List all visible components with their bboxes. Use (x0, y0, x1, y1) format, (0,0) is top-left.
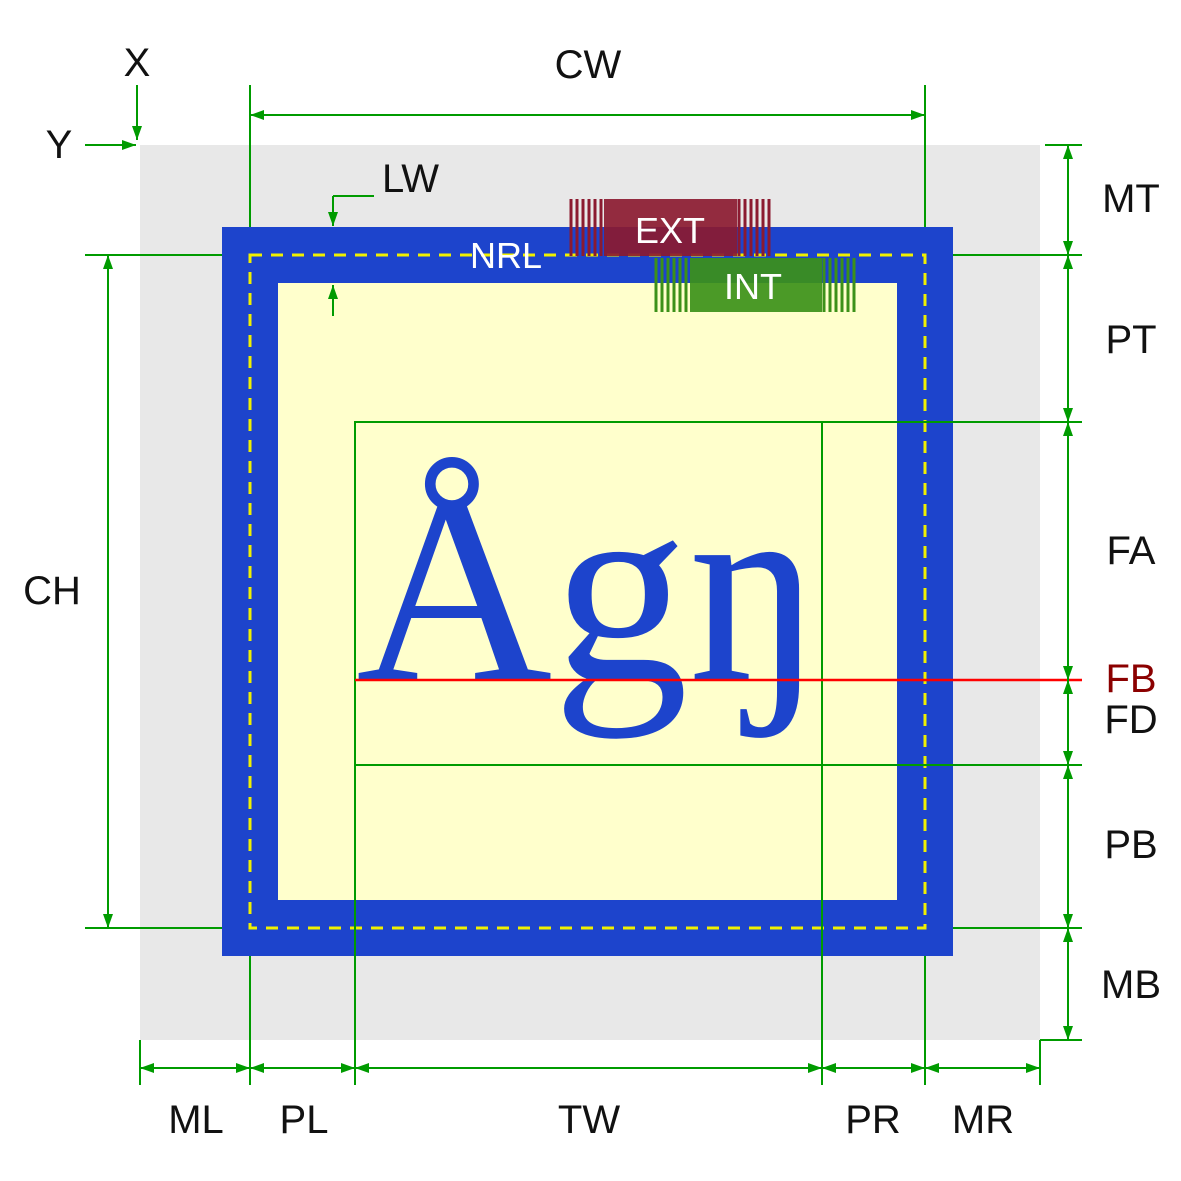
y-origin-label: Y (46, 123, 73, 167)
dimension-labels: CW CH MT PT FA FB FD PB MB ML PL TW PR M… (23, 43, 1161, 1142)
exterior-label: EXT (635, 210, 705, 251)
interior-hatch-box: INT (654, 258, 856, 312)
ml-label: ML (168, 1098, 224, 1142)
tw-label: TW (558, 1098, 620, 1142)
lw-callout: LW (328, 157, 439, 316)
mt-label: MT (1102, 177, 1160, 221)
dimension-arrows (103, 110, 1073, 1073)
fb-label: FB (1105, 657, 1156, 701)
cw-label: CW (555, 43, 622, 87)
interior-label: INT (724, 266, 782, 307)
pt-label: PT (1105, 318, 1156, 362)
exterior-hatch-box: EXT (569, 199, 771, 256)
pr-label: PR (845, 1098, 901, 1142)
exterior-hatch-lines (569, 199, 771, 256)
pb-label: PB (1104, 823, 1157, 867)
nrl-label: NRL (470, 235, 542, 276)
glyph-sample-text: Ågŋ (356, 438, 823, 740)
pl-label: PL (280, 1098, 329, 1142)
origin-markers: X Y (46, 41, 151, 167)
mr-label: MR (952, 1098, 1014, 1142)
mb-label: MB (1101, 963, 1161, 1007)
x-origin-label: X (124, 41, 151, 85)
fa-label: FA (1107, 529, 1156, 573)
text-extent-box (354, 421, 823, 766)
ch-label: CH (23, 569, 81, 613)
exterior-fill (604, 199, 737, 256)
lw-label: LW (382, 157, 439, 201)
interior-hatch-lines (654, 258, 856, 312)
interior-fill (690, 258, 822, 312)
fd-label: FD (1104, 698, 1157, 742)
